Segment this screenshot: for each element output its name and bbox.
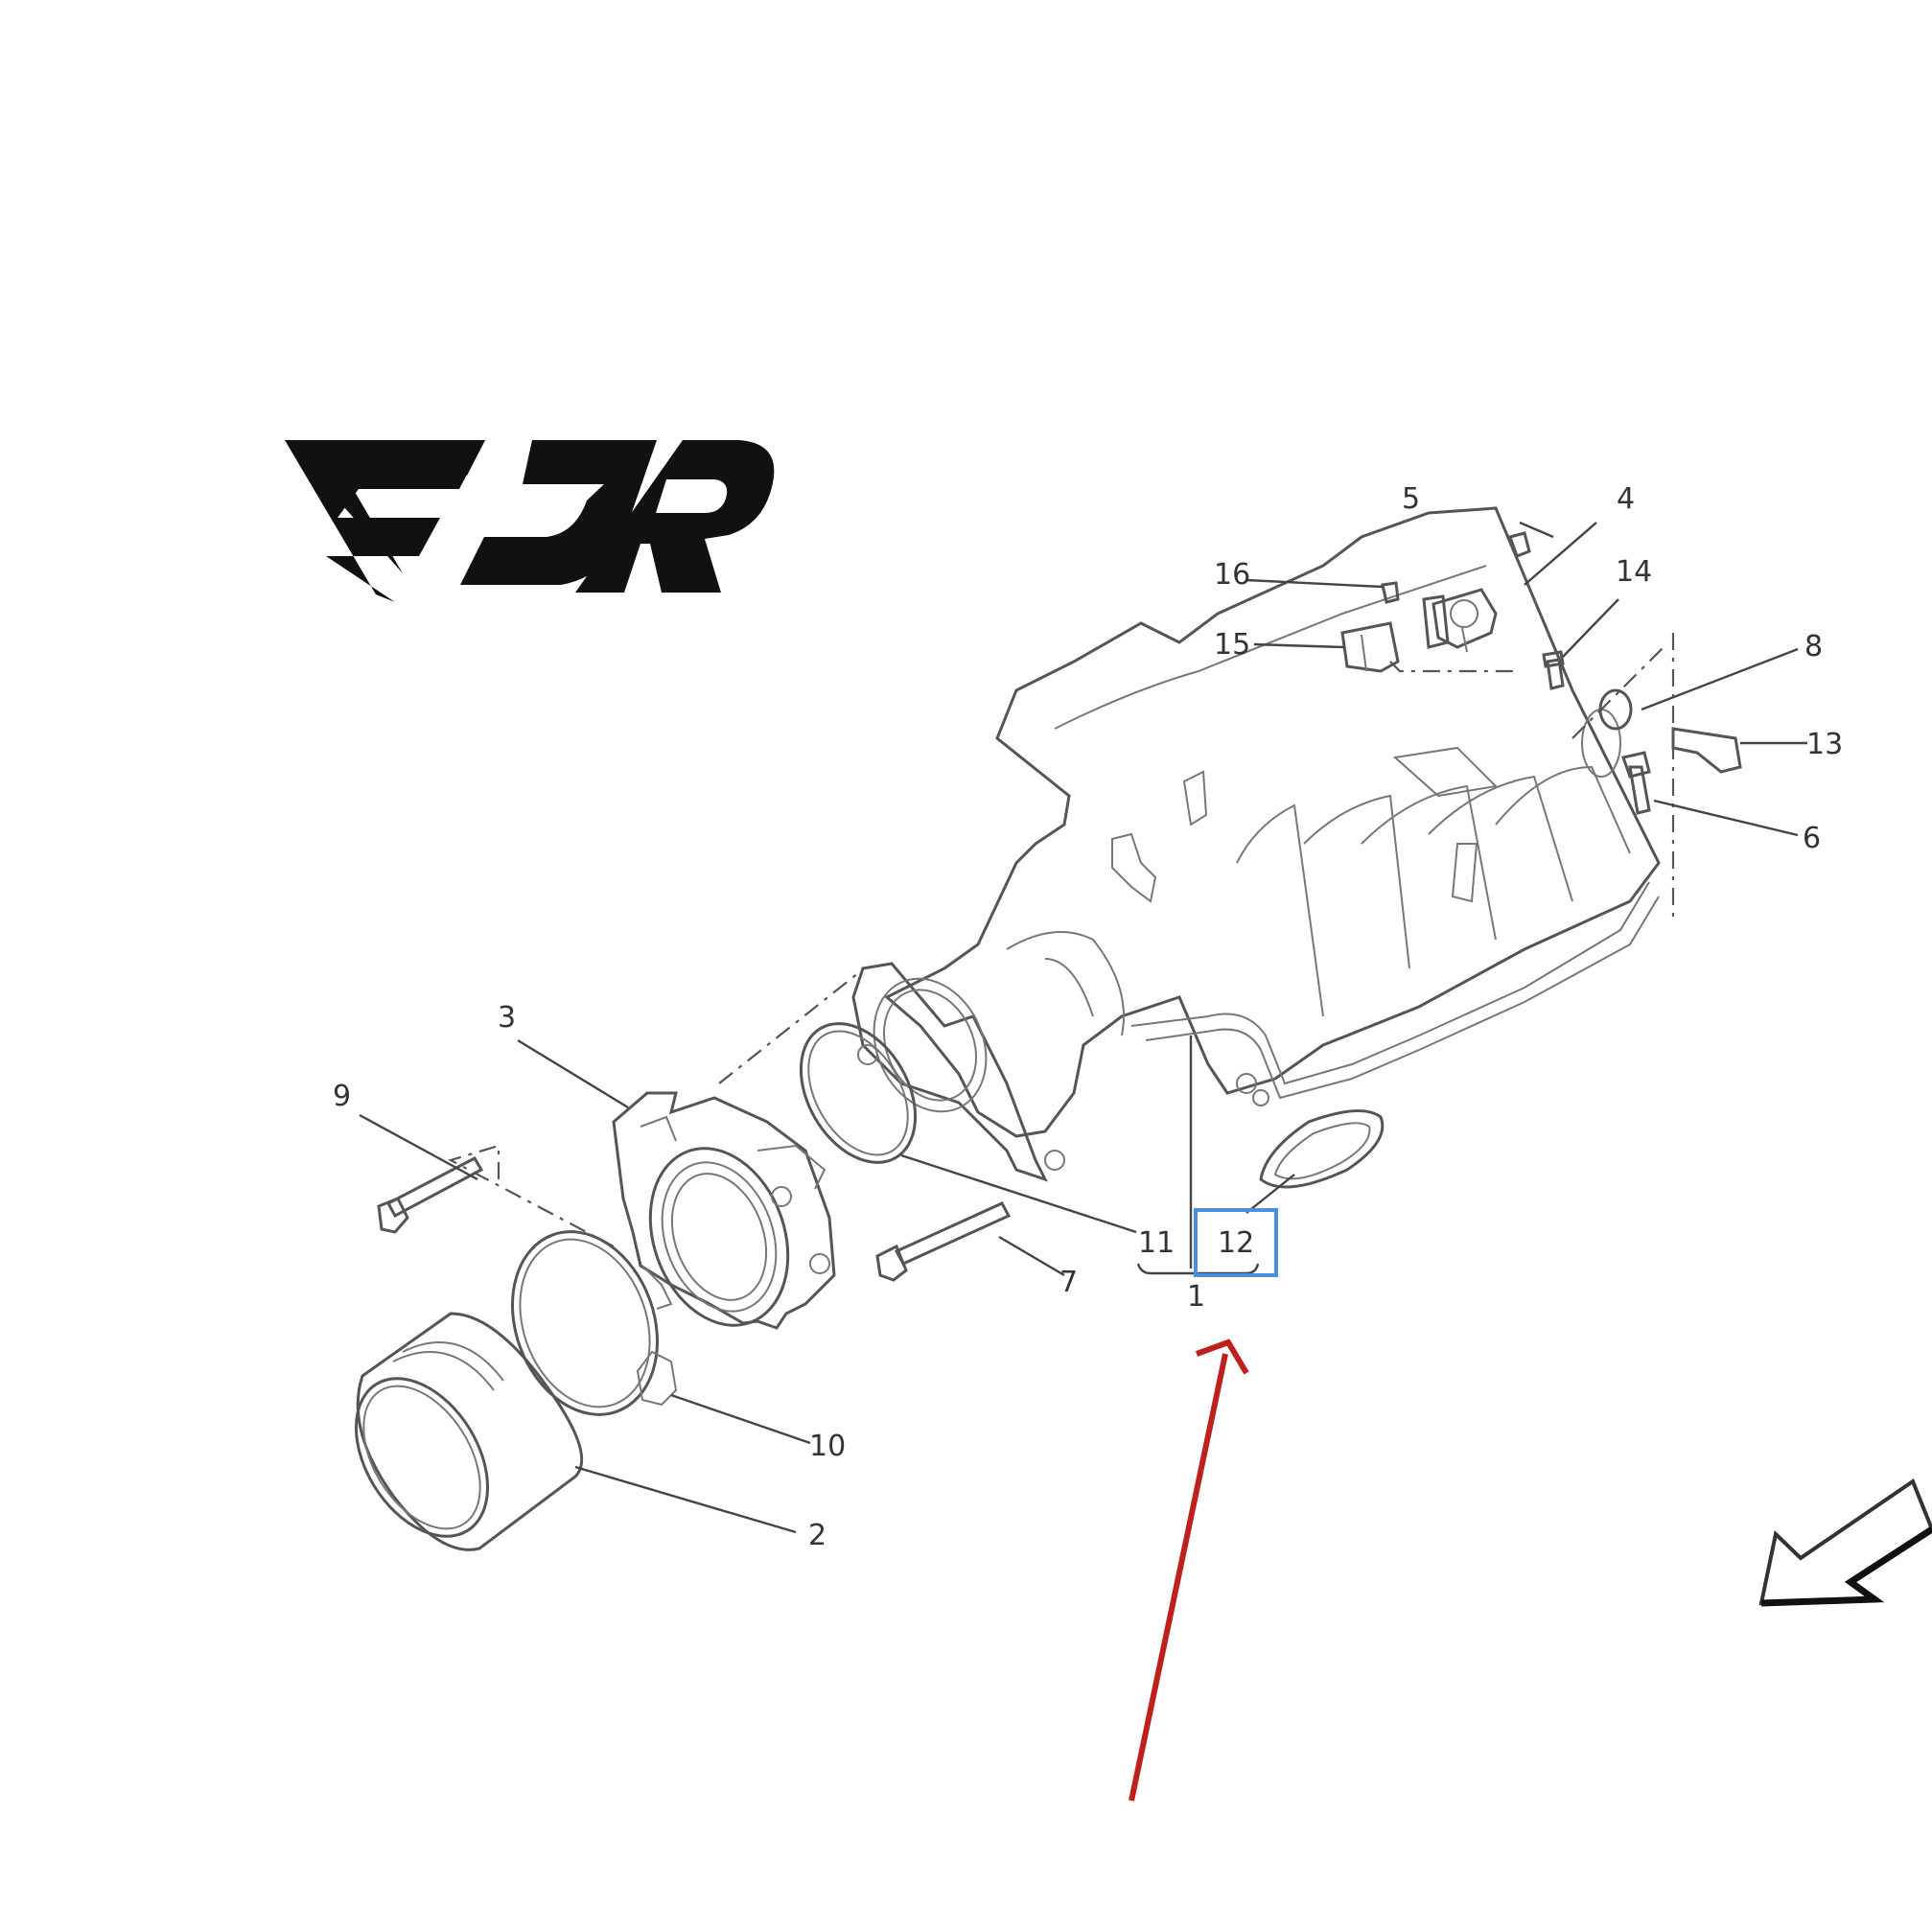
clip-15: [1340, 621, 1400, 673]
leader-lines: [359, 521, 1807, 1534]
intake-hose: [354, 1312, 584, 1551]
highlight-box: [1194, 1208, 1278, 1277]
o-ring-11: [799, 1022, 918, 1164]
callout-15: 15: [1214, 628, 1250, 662]
assembly-lines: [448, 633, 1675, 1247]
callout-14: 14: [1616, 555, 1652, 589]
bolt-14: [1542, 650, 1565, 690]
callout-11: 11: [1138, 1226, 1175, 1260]
callout-8: 8: [1804, 630, 1823, 663]
bracket-4b: [1422, 594, 1450, 649]
ejr-logo: [285, 440, 775, 602]
throttle-body: [612, 1091, 836, 1330]
bolt-7: [875, 1201, 1012, 1282]
intake-manifold: [851, 506, 1661, 1182]
callout-1: 1: [1187, 1280, 1205, 1314]
callout-3: 3: [498, 1001, 516, 1035]
bolt-16: [1381, 581, 1400, 604]
callout-16: 16: [1214, 558, 1250, 592]
callout-5: 5: [1402, 482, 1420, 516]
bolt-5: [1508, 531, 1531, 558]
callout-9: 9: [333, 1080, 351, 1113]
pointer-arrow: [1129, 1338, 1249, 1802]
callout-13: 13: [1806, 728, 1843, 761]
callout-6: 6: [1803, 822, 1821, 855]
bolt-6: [1621, 751, 1651, 815]
bracket-13: [1671, 727, 1742, 774]
hose-clamp: [510, 1230, 678, 1416]
orientation-arrow: [1758, 1478, 1932, 1607]
bolt-9: [377, 1156, 484, 1234]
gasket-12: [1259, 1109, 1385, 1189]
sensor-4: [1432, 588, 1498, 653]
callout-2: 2: [808, 1519, 826, 1552]
callout-12: 12: [1218, 1226, 1254, 1260]
callout-labels: 5 4 16 14 15 8 13 6 3 9 11 12 7 1 10 2: [333, 482, 1843, 1552]
callout-10: 10: [809, 1430, 846, 1463]
callout-7: 7: [1059, 1266, 1078, 1299]
callout-4: 4: [1617, 482, 1635, 516]
